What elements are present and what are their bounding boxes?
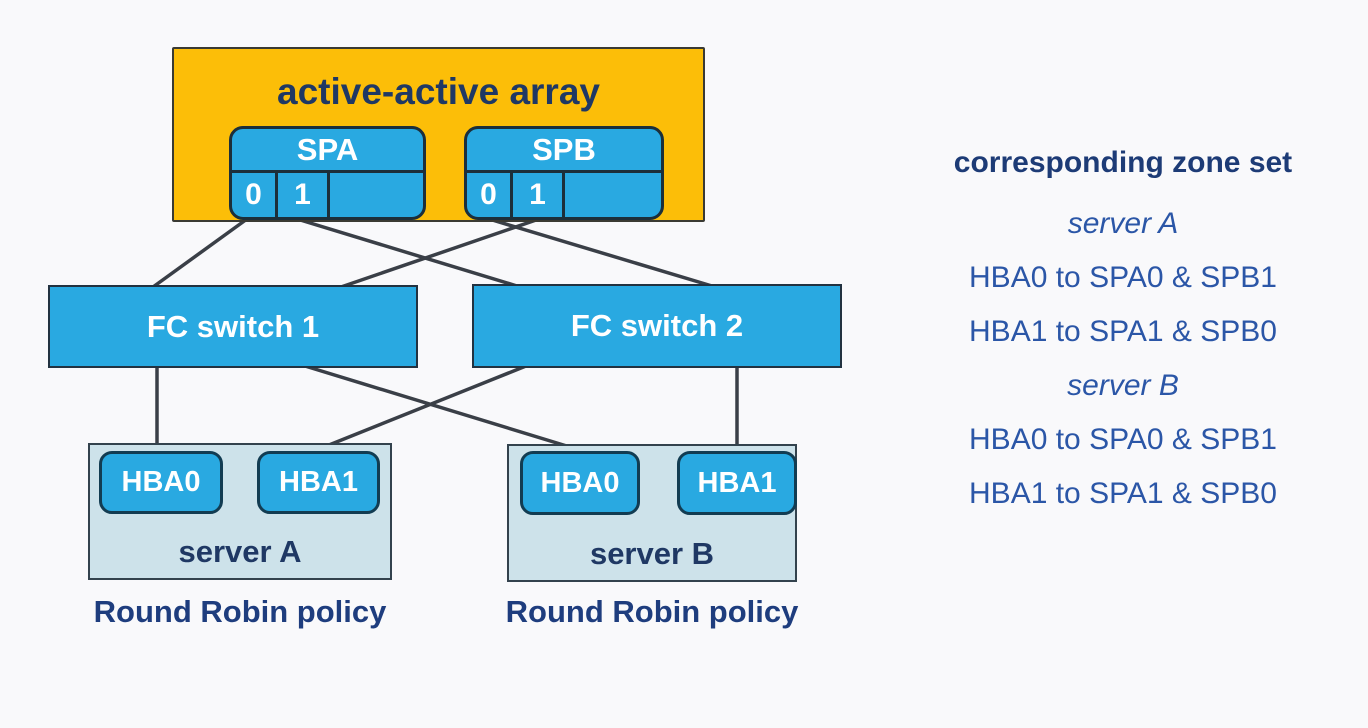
server-b-label: server B (589, 536, 715, 571)
fc-switch-2-label: FC switch 2 (570, 308, 744, 343)
zone-entry: HBA0 to SPA0 & SPB1 (969, 261, 1277, 294)
fc-switch-1-label: FC switch 1 (146, 308, 320, 344)
spb-port-row: 0 1 (467, 170, 661, 217)
spb-port-empty (565, 173, 661, 217)
zone-set-panel: corresponding zone set server A HBA0 to … (890, 145, 1356, 531)
array-title: active-active array (277, 71, 600, 112)
zone-set-title: corresponding zone set (953, 146, 1293, 179)
server-a-hba0-box: HBA0 (99, 451, 223, 514)
wire-fc-switch-1-to-server-b-hba0 (303, 364, 572, 449)
server-b-box: HBA0 HBA1 server B (507, 444, 797, 582)
spa-port-1: 1 (278, 173, 330, 217)
server-a-hba1-box: HBA1 (257, 451, 380, 514)
server-a-policy-label: Round Robin policy (93, 594, 387, 629)
spb-port-0: 0 (467, 173, 513, 217)
server-a-label: server A (178, 534, 302, 569)
spa-port-empty (330, 173, 423, 217)
zone-group-server-a: server A (1067, 207, 1179, 240)
wire-fc-switch-2-to-server-a-hba1 (322, 364, 528, 449)
server-a-box: HBA0 HBA1 server A (88, 443, 392, 580)
wire-spb-port-0-to-fc-switch-2 (487, 217, 714, 288)
spa-port-row: 0 1 (232, 170, 423, 217)
fc-switch-1-box: FC switch 1 (48, 285, 418, 368)
wire-spb-port-1-to-fc-switch-1 (339, 217, 541, 289)
zone-group-server-b: server B (1067, 369, 1179, 402)
wire-spa-port-0-to-fc-switch-1 (151, 217, 249, 289)
server-b-hba1-box: HBA1 (677, 451, 797, 515)
fc-switch-2-box: FC switch 2 (472, 284, 842, 368)
spb-label: SPB (532, 131, 596, 167)
active-active-array-box: active-active array SPA 0 1 SPB 0 1 (172, 47, 705, 222)
storage-processor-spb: SPB 0 1 (464, 126, 664, 220)
storage-processor-spa: SPA 0 1 (229, 126, 426, 220)
spb-port-1: 1 (513, 173, 565, 217)
zone-entry: HBA0 to SPA0 & SPB1 (969, 423, 1277, 456)
server-b-policy-label: Round Robin policy (505, 594, 799, 629)
wire-spa-port-1-to-fc-switch-2 (295, 217, 519, 288)
zone-entry: HBA1 to SPA1 & SPB0 (969, 477, 1277, 510)
zone-entry: HBA1 to SPA1 & SPB0 (969, 315, 1277, 348)
spa-port-0: 0 (232, 173, 278, 217)
spa-label: SPA (296, 131, 359, 167)
server-b-hba0-box: HBA0 (520, 451, 640, 515)
